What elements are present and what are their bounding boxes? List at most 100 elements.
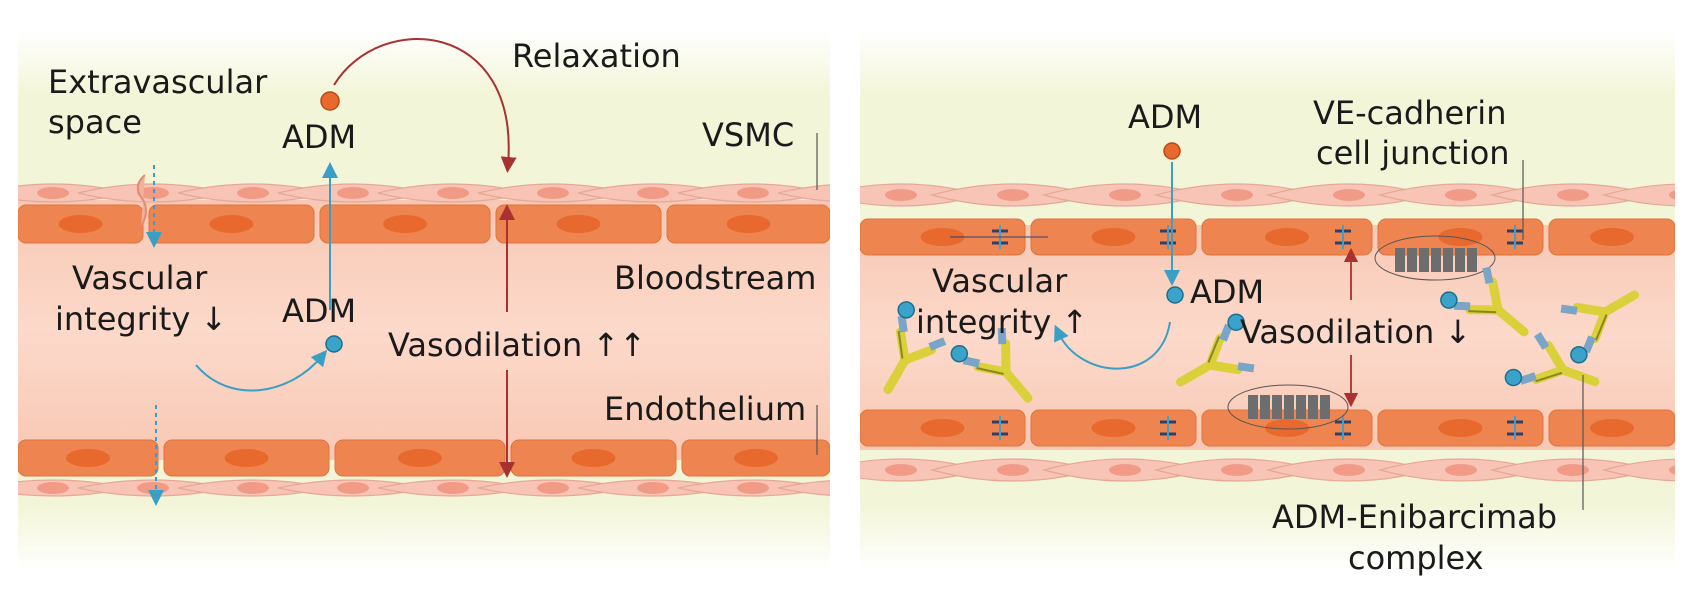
endothelial-nucleus [726,215,771,233]
smooth-muscle-nucleus [637,482,669,494]
right-panel: ADM VE-cadherin cell junction ADM Vascul… [860,30,1675,577]
endothelial-nucleus [571,449,616,467]
smooth-muscle-nucleus [237,187,269,199]
smooth-muscle-nucleus [1221,189,1253,201]
adm-enibarcimab-complex [1560,290,1639,364]
ve-cadherin-junction [1160,416,1176,440]
endothelial-nucleus [1438,228,1483,246]
endothelial-nucleus [224,449,269,467]
label-adm-bottom: ADM [282,292,356,330]
adm-enibarcimab-complex [1440,266,1529,337]
adm-enibarcimab-complex [1504,332,1600,387]
right-top-endothelium [860,218,1675,256]
receptor-bottom [1227,384,1349,430]
smooth-muscle-nucleus [1557,189,1589,201]
endothelial-nucleus [1265,228,1309,246]
smooth-muscle-nucleus [1669,465,1675,475]
endothelial-nucleus [920,419,965,437]
label-endothelium: Endothelium [604,390,806,428]
smooth-muscle-nucleus [1445,464,1477,476]
endothelial-nucleus [1590,228,1634,246]
antibody-complexes [883,266,1639,403]
smooth-muscle-cell [777,480,830,496]
endothelial-nucleus [734,449,778,467]
right-adm-blue-dot [1166,286,1184,304]
left-leaking-fluid [136,174,147,228]
ve-cadherin-junction [1507,225,1523,249]
right-adm-orange-dot [1163,142,1181,160]
label-adm-top: ADM [282,118,356,156]
endothelial-nucleus [398,449,442,467]
left-top-vsmc-layer [18,183,830,203]
ve-cadherin-junction [1160,225,1176,249]
smooth-muscle-nucleus [1109,189,1141,201]
adm-enibarcimab-complex [1176,313,1255,387]
smooth-muscle-nucleus [1109,464,1141,476]
smooth-muscle-nucleus [337,482,369,494]
left-bottom-endothelium [18,439,830,477]
endothelial-nucleus [1091,228,1136,246]
smooth-muscle-nucleus [37,187,69,199]
right-integrity-curve-arrow [1054,321,1171,370]
smooth-muscle-nucleus [885,189,917,201]
ve-cadherin-junction [1335,225,1351,249]
smooth-muscle-nucleus [337,187,369,199]
label-vascular-2: integrity ↓ [55,300,227,338]
smooth-muscle-nucleus [997,189,1029,201]
label-complex-1: ADM-Enibarcimab [1272,498,1557,536]
right-label-vascular-2: integrity ↑ [916,303,1088,341]
right-label-adm-top: ADM [1128,98,1202,136]
right-label-vascular-1: Vascular [932,262,1068,300]
smooth-muscle-nucleus [437,482,469,494]
right-label-adm-mid: ADM [1190,273,1264,311]
smooth-muscle-nucleus [1557,464,1589,476]
smooth-muscle-cell [1601,458,1675,482]
smooth-muscle-nucleus [1333,189,1365,201]
right-bottom-vsmc-layer [860,458,1675,482]
endothelial-nucleus [66,449,110,467]
right-label-vasodilation: Vasodilation ↓ [1240,313,1471,351]
endothelial-nucleus [920,228,965,246]
smooth-muscle-cell [1601,183,1675,207]
left-bottom-vsmc-layer [18,479,830,497]
adm-blue-dot [325,335,343,353]
adm-enibarcimab-complex [950,328,1033,403]
label-vecad-2: cell junction [1316,134,1510,172]
ve-cadherin-junction [1507,416,1523,440]
relaxation-arrow [333,38,517,173]
label-vascular-1: Vascular [72,259,208,297]
label-vsmc: VSMC [702,116,794,154]
smooth-muscle-nucleus [637,187,669,199]
smooth-muscle-nucleus [137,482,169,494]
left-panel: Extravascular space ADM Relaxation VSMC … [18,30,830,570]
integrity-curve-arrow [195,349,328,392]
smooth-muscle-nucleus [885,464,917,476]
ve-cadherin-junction [1335,416,1351,440]
label-vasodilation: Vasodilation ↑↑ [388,326,646,364]
smooth-muscle-nucleus [37,482,69,494]
endothelial-nucleus [1265,419,1309,437]
label-relaxation: Relaxation [512,37,681,75]
label-bloodstream: Bloodstream [614,259,816,297]
adm-enibarcimab-complex [883,301,947,394]
smooth-muscle-nucleus [1221,464,1253,476]
label-complex-2: complex [1348,539,1484,577]
receptor-top [1374,235,1496,281]
endothelial-nucleus [209,215,254,233]
endothelial-nucleus [556,215,601,233]
smooth-muscle-nucleus [737,187,769,199]
smooth-muscle-nucleus [997,464,1029,476]
left-top-endothelium [18,204,830,244]
label-vecad-1: VE-cadherin [1313,94,1506,132]
endothelial-nucleus [1438,419,1483,437]
smooth-muscle-nucleus [1669,190,1675,200]
adm-orange-dot [320,91,340,111]
right-top-vsmc-layer [860,183,1675,207]
label-extravascular-1: Extravascular [48,63,268,101]
endothelial-nucleus [1091,419,1136,437]
smooth-muscle-nucleus [237,482,269,494]
endothelial-nucleus [1590,419,1634,437]
smooth-muscle-nucleus [737,482,769,494]
ve-cadherin-junctions [950,225,1523,440]
